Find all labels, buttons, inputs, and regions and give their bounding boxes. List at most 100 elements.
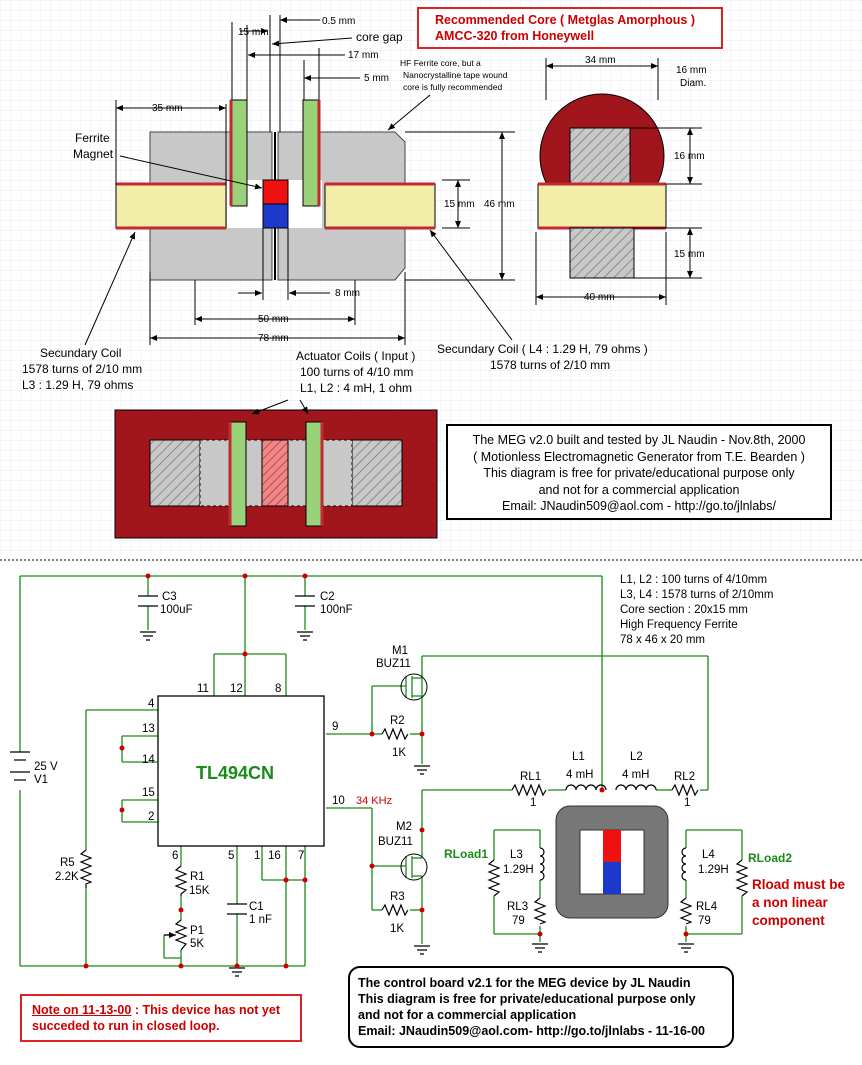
ic-tl494 [157,695,325,847]
core-side-view [115,99,436,281]
dim-34mm: 34 mm [585,55,616,66]
dim-diam: Diam. [680,78,706,89]
amorphous-core-view [114,409,438,539]
core-gap-label: core gap [356,30,403,44]
core-callouts: Ferrite Magnet Secundary Coil 1578 turns… [22,131,648,395]
junction-dots [83,573,689,969]
mosfet-m2 [400,853,428,881]
dim-15mm-mid: 15 mm [444,199,475,210]
dim-35mm: 35 mm [152,103,183,114]
rl3-value: 79 [512,915,525,927]
m2-name: M2 [396,821,412,833]
dim-16mm-diam: 16 mm [676,65,707,76]
pin-4: 4 [148,698,155,710]
dim-50mm: 50 mm [258,314,289,325]
pin-14: 14 [142,754,155,766]
m2-part: BUZ11 [378,836,413,848]
r2-name: R2 [390,715,405,727]
rload1-label: RLoad1 [444,847,488,861]
r1-name: R1 [190,871,205,883]
dim-15mm-top: 15 mm [238,27,269,38]
secundary-left-line3: L3 : 1.29 H, 79 ohms [22,378,133,392]
p1-name: P1 [190,925,204,937]
pin-8: 8 [275,683,281,695]
dim-16mm: 16 mm [674,151,705,162]
pin-1: 1 [254,850,260,862]
recommended-core-line1: Recommended Core ( Metglas Amorphous ) [435,13,695,27]
nonlinear-line3: component [752,913,825,928]
c1-value: 1 nF [249,914,272,926]
specs-line3: Core section : 20x15 mm [620,604,748,616]
board-line2: This diagram is free for private/educati… [358,992,696,1006]
core-end-view [537,93,667,279]
l4-name: L4 [702,849,715,861]
specs-line4: High Frequency Ferrite [620,619,738,631]
r5-value: 2.2K [55,871,79,883]
mosfet-m1 [400,673,428,701]
dim-5mm: 5 mm [364,73,389,84]
l1-value: 4 mH [566,769,593,781]
pin-12: 12 [230,683,243,695]
rload2-label: RLoad2 [748,851,792,865]
rl3-name: RL3 [507,901,528,913]
closed-loop-note: Note on 11-13-00 : This device has not y… [20,994,302,1042]
hf-note-line3: core is fully recommended [403,82,502,92]
c2-name: C2 [320,591,335,603]
credits-line4: and not for a commercial application [538,482,740,497]
actuator-line2: 100 turns of 4/10 mm [300,365,413,379]
l2-value: 4 mH [622,769,649,781]
l3-value: 1.29H [503,864,534,876]
rl2-value: 1 [684,797,690,809]
credits-box: The MEG v2.0 built and tested by JL Naud… [446,424,832,520]
credits-line5: Email: JNaudin509@aol.com - http://go.to… [502,499,776,513]
credits-line3: This diagram is free for private/educati… [483,466,795,480]
board-line1: The control board v2.1 for the MEG devic… [358,976,691,990]
magnet-south [262,203,289,229]
specs-line2: L3, L4 : 1578 turns of 2/10mm [620,589,774,601]
coil-specs: L1, L2 : 100 turns of 4/10mm L3, L4 : 15… [620,573,860,648]
control-board-box: The control board v2.1 for the MEG devic… [348,966,734,1048]
nonlinear-line2: a non linear [752,895,829,910]
dim-15mm-right: 15 mm [674,249,705,260]
specs-line1: L1, L2 : 100 turns of 4/10mm [620,574,768,586]
side-dimensions [84,15,515,346]
note-date: Note on 11-13-00 [32,1003,132,1017]
l1-name: L1 [572,751,585,763]
rl2-name: RL2 [674,771,695,783]
note-text: : This device has not yet [131,1003,280,1017]
recommended-core-line2: AMCC-320 from Honeywell [435,29,595,43]
board-line4: Email: JNaudin509@aol.com- http://go.to/… [358,1024,705,1038]
note-line2: succeded to run in closed loop. [32,1019,220,1033]
dim-17mm: 17 mm [348,50,379,61]
ic-name: TL494CN [196,763,274,783]
actuator-line3: L1, L2 : 4 mH, 1 ohm [300,381,412,395]
dim-8mm: 8 mm [335,288,360,299]
p1-value: 5K [190,938,204,950]
rl4-value: 79 [698,915,711,927]
r1-value: 15K [189,885,210,897]
schematic-wires [19,575,743,967]
pin-16: 16 [268,850,281,862]
ic-pin-labels: 11 12 8 4 13 14 15 2 9 10 6 5 1 16 7 [142,683,345,862]
magnet-north [262,179,289,205]
r2-value: 1K [392,747,406,759]
credits-line2: ( Motionless Electromagnetic Generator f… [473,449,805,464]
r5-name: R5 [60,857,75,869]
actuator-leaders [251,399,309,415]
pin-7: 7 [298,850,304,862]
l3-name: L3 [510,849,523,861]
nonlinear-note: Rload must be a non linear component [752,877,846,928]
c2-value: 100nF [320,604,353,616]
dim-40mm: 40 mm [584,292,615,303]
note-line1: Note on 11-13-00 : This device has not y… [32,1002,300,1018]
pin-5: 5 [228,850,234,862]
v1-voltage: 25 V [34,761,58,773]
recommended-core-box: Recommended Core ( Metglas Amorphous ) A… [417,7,723,49]
rl1-name: RL1 [520,771,541,783]
secundary-right-line2: 1578 turns of 2/10 mm [490,358,610,372]
dim-78mm: 78 mm [258,333,289,344]
pin-15: 15 [142,787,155,799]
schematic-components [10,595,749,977]
r3-name: R3 [390,891,405,903]
